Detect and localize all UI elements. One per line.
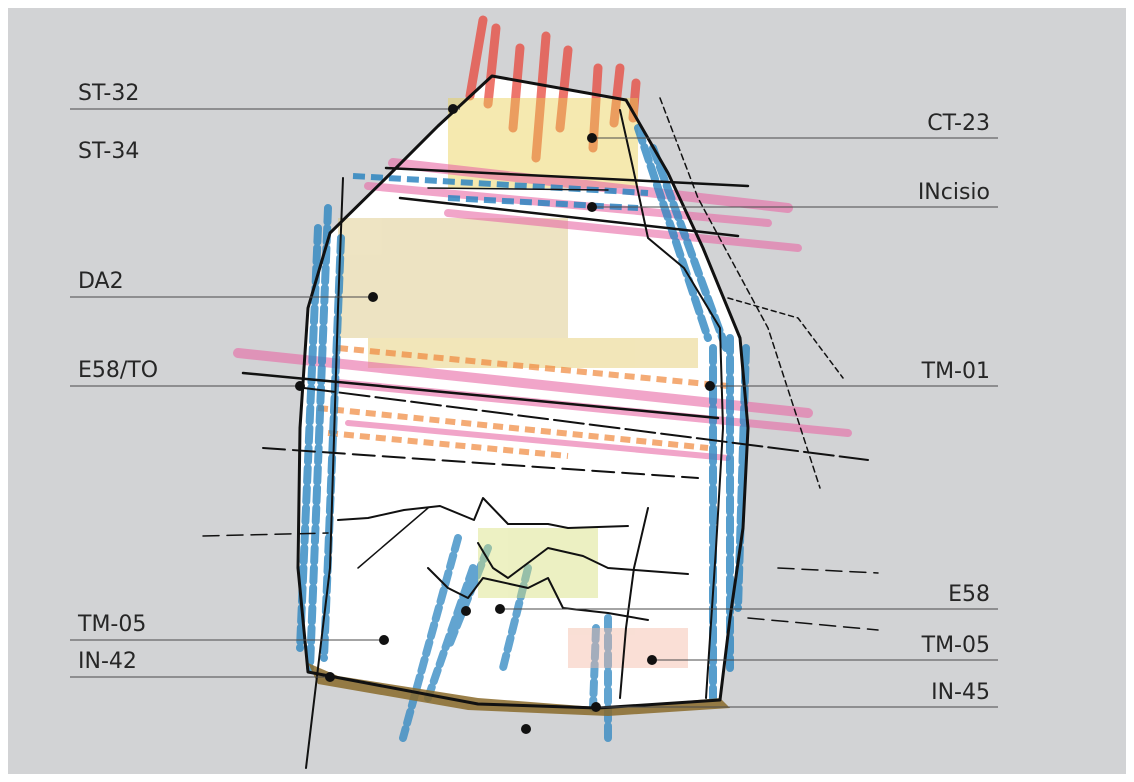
dot-base	[521, 724, 531, 734]
label-da2: DA2	[78, 269, 124, 294]
dot-e58-b	[461, 606, 471, 616]
dot-e58-a	[495, 604, 505, 614]
label-e58: E58	[948, 582, 990, 607]
dot-tm05-left	[379, 635, 389, 645]
diagram-panel: ST-32 ST-34 CT-23 INcisio DA2 E58/TO TM-…	[8, 8, 1126, 774]
label-in42: IN-42	[78, 649, 137, 674]
label-incisio: INcisio	[918, 180, 990, 205]
label-in45: IN-45	[931, 680, 990, 705]
dot-st32	[448, 104, 458, 114]
dot-tm01	[705, 381, 715, 391]
label-tm05-right: TM-05	[921, 633, 990, 658]
stone-drawing: ST-32 ST-34 CT-23 INcisio DA2 E58/TO TM-…	[8, 8, 1126, 774]
dot-incisio	[587, 202, 597, 212]
dot-da2	[368, 292, 378, 302]
dot-ct23	[587, 133, 597, 143]
dot-tm05-right	[647, 655, 657, 665]
label-ct23: CT-23	[927, 111, 990, 136]
dot-in45	[591, 702, 601, 712]
dot-in42	[325, 672, 335, 682]
label-e58to: E58/TO	[78, 358, 158, 383]
label-st32: ST-32	[78, 81, 139, 106]
label-tm05-left: TM-05	[77, 612, 146, 637]
dot-e58to	[295, 381, 305, 391]
label-tm01: TM-01	[921, 359, 990, 384]
label-st34: ST-34	[78, 139, 139, 164]
